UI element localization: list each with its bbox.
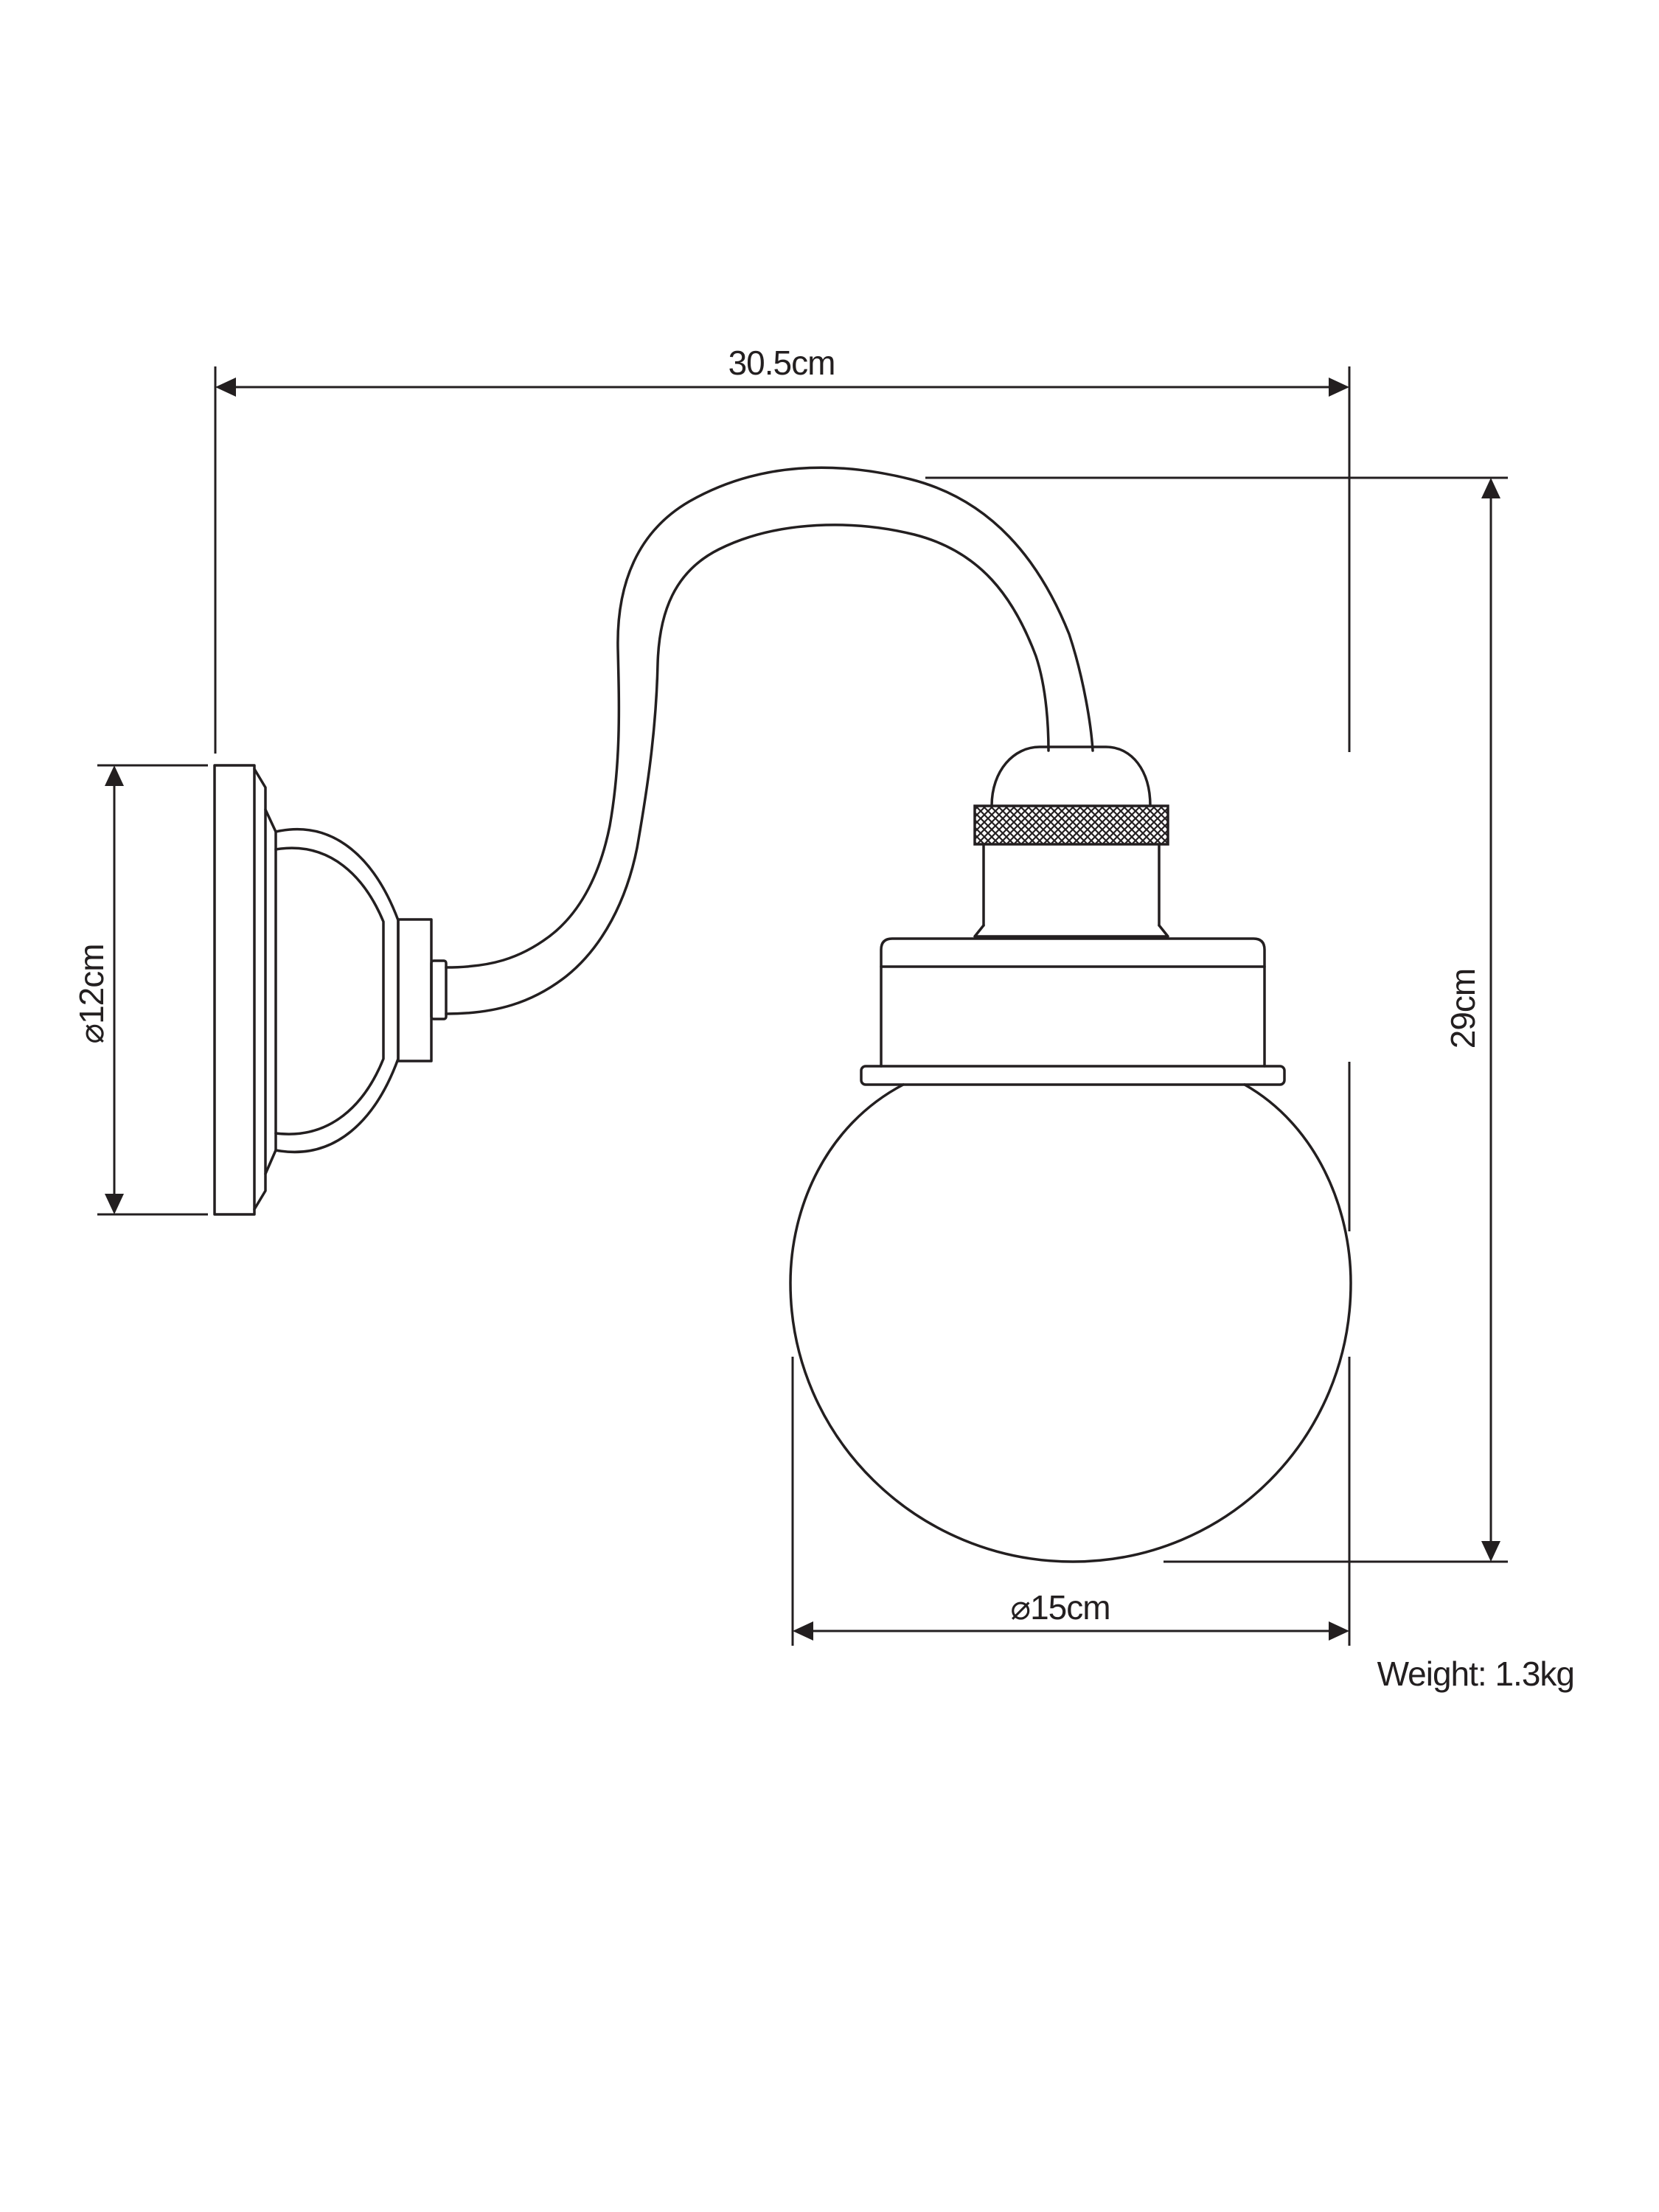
wall-backplate (213, 764, 448, 1216)
knurled-collar (973, 804, 1169, 846)
globe-gallery (860, 937, 1286, 1086)
backplate-diameter-dimension: ⌀12cm (72, 764, 208, 1216)
backplate-diameter-label: ⌀12cm (72, 944, 111, 1043)
lamp-holder (973, 745, 1169, 938)
globe-diameter-dimension: ⌀15cm (791, 1357, 1351, 1646)
height-dimension: 29cm (925, 476, 1508, 1563)
swan-neck-arm (445, 466, 1094, 1015)
glass-globe (789, 1083, 1352, 1563)
height-label: 29cm (1444, 969, 1482, 1048)
globe-diameter-label: ⌀15cm (1010, 1588, 1110, 1627)
width-dimension: 30.5cm (214, 344, 1351, 1231)
width-label: 30.5cm (728, 344, 835, 382)
weight-label: Weight: 1.3kg (1377, 1655, 1575, 1693)
